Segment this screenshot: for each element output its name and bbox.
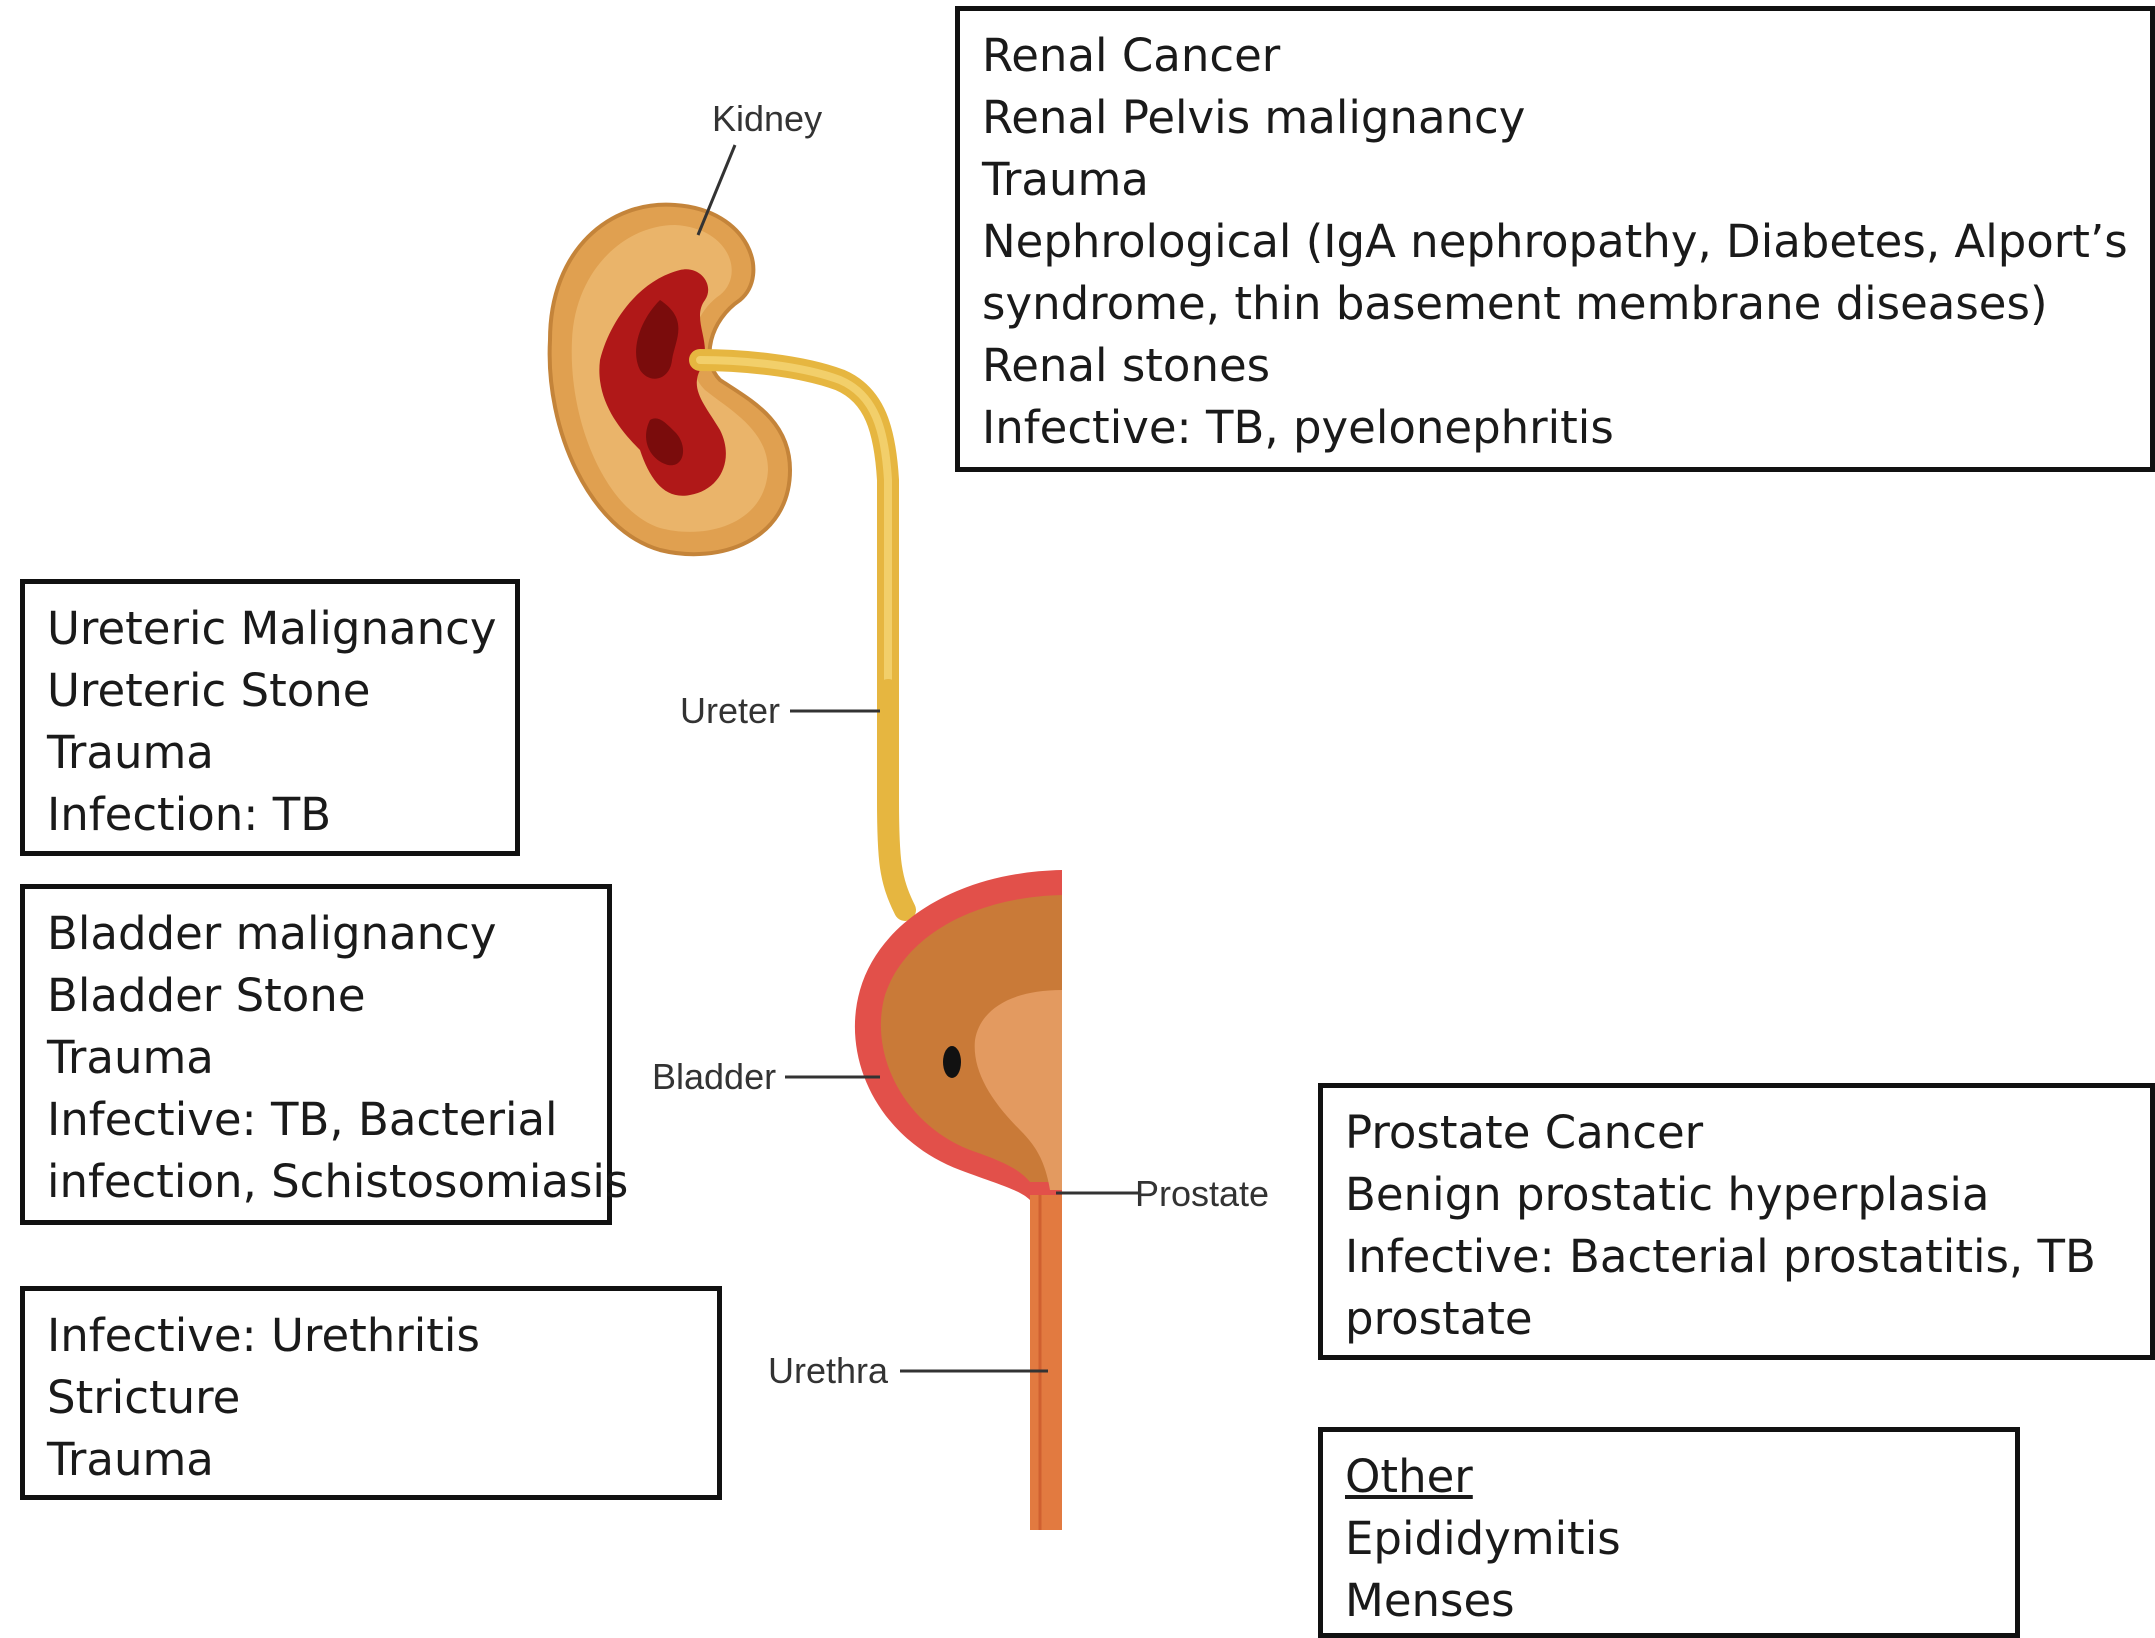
other-heading: Other	[1345, 1446, 1993, 1508]
ureteric-causes-box: Ureteric Malignancy Ureteric Stone Traum…	[20, 579, 520, 856]
renal-cause-item: Renal Pelvis malignancy	[982, 87, 2128, 149]
bladder-causes-box: Bladder malignancy Bladder Stone Trauma …	[20, 884, 612, 1225]
prostate-cause-item: Prostate Cancer	[1345, 1102, 2128, 1164]
other-cause-item: Epididymitis	[1345, 1508, 1993, 1570]
bladder-drawing	[855, 870, 1062, 1200]
bladder-cause-item: Infective: TB, Bacterial	[47, 1089, 585, 1151]
renal-cause-item: Renal stones	[982, 335, 2128, 397]
urethra-label: Urethra	[768, 1350, 888, 1392]
renal-causes-box: Renal Cancer Renal Pelvis malignancy Tra…	[955, 6, 2155, 472]
bladder-cause-item: Bladder Stone	[47, 965, 585, 1027]
ureteric-cause-item: Infection: TB	[47, 784, 493, 846]
urethral-cause-item: Trauma	[47, 1429, 695, 1491]
prostate-causes-box: Prostate Cancer Benign prostatic hyperpl…	[1318, 1083, 2155, 1360]
ureteric-cause-item: Trauma	[47, 722, 493, 784]
renal-cause-item: Trauma	[982, 149, 2128, 211]
ureteric-cause-item: Ureteric Stone	[47, 660, 493, 722]
bladder-cause-item: infection, Schistosomiasis	[47, 1151, 585, 1213]
urethral-cause-item: Stricture	[47, 1367, 695, 1429]
kidney-label: Kidney	[712, 98, 822, 140]
renal-cause-item: Renal Cancer	[982, 25, 2128, 87]
ureter-label: Ureter	[680, 690, 780, 732]
other-cause-item: Menses	[1345, 1570, 1993, 1632]
bladder-cause-item: Bladder malignancy	[47, 903, 585, 965]
kidney-drawing	[550, 205, 888, 700]
urethra-drawing	[1030, 1195, 1062, 1530]
other-causes-box: Other Epididymitis Menses	[1318, 1427, 2020, 1638]
prostate-label: Prostate	[1135, 1173, 1269, 1215]
renal-cause-item: syndrome, thin basement membrane disease…	[982, 273, 2128, 335]
renal-cause-item: Infective: TB, pyelonephritis	[982, 397, 2128, 459]
bladder-cause-item: Trauma	[47, 1027, 585, 1089]
renal-cause-item: Nephrological (IgA nephropathy, Diabetes…	[982, 211, 2128, 273]
prostate-cause-item: prostate	[1345, 1288, 2128, 1350]
prostate-cause-item: Infective: Bacterial prostatitis, TB	[1345, 1226, 2128, 1288]
bladder-label: Bladder	[652, 1056, 776, 1098]
urethral-cause-item: Infective: Urethritis	[47, 1305, 695, 1367]
ureter-drawing	[888, 690, 905, 910]
ureteric-cause-item: Ureteric Malignancy	[47, 598, 493, 660]
prostate-cause-item: Benign prostatic hyperplasia	[1345, 1164, 2128, 1226]
urethral-causes-box: Infective: Urethritis Stricture Trauma	[20, 1286, 722, 1500]
